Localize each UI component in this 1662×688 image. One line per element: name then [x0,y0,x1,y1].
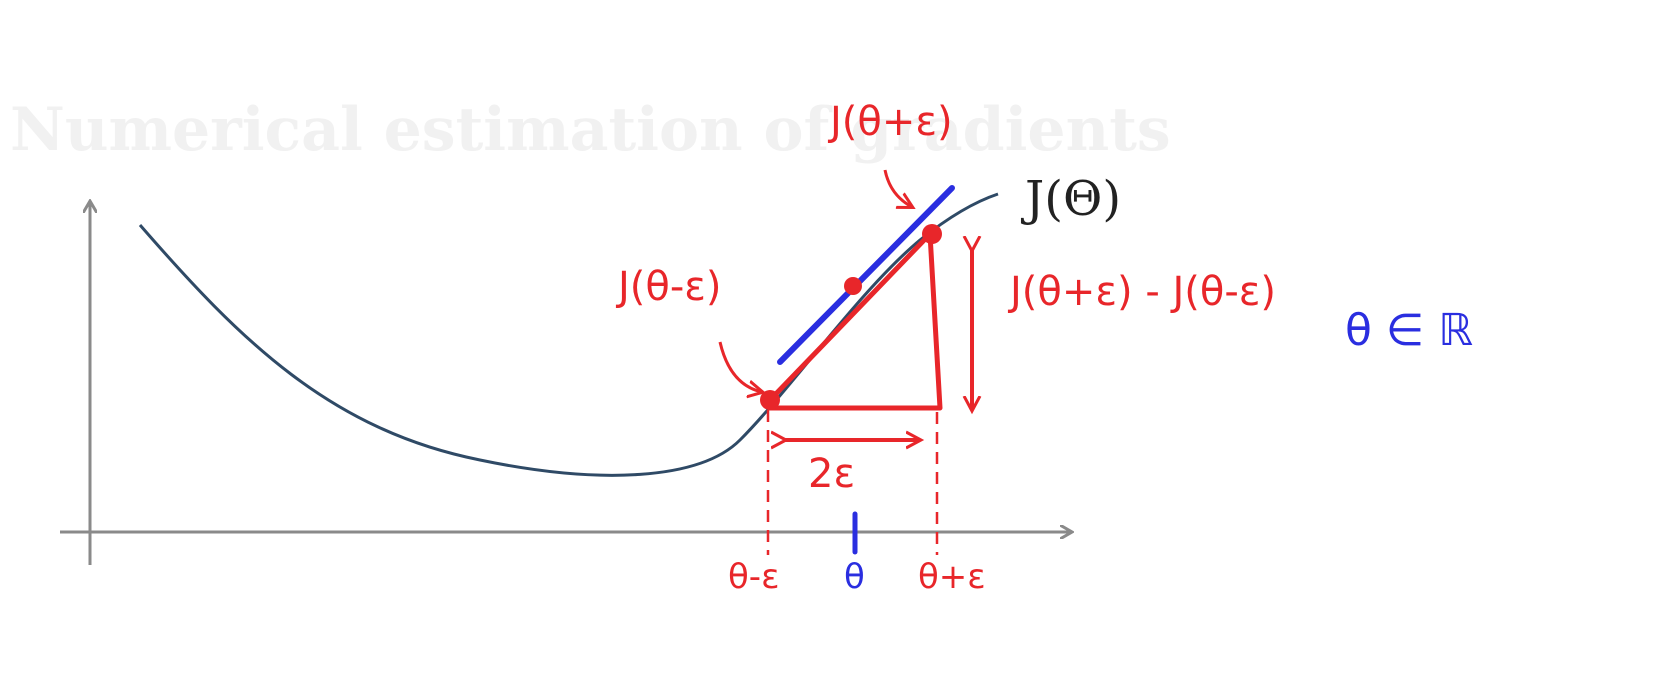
upper-point-label: J(θ+ε) [827,99,953,145]
midpoint-dot [844,277,862,295]
rise-label: J(θ+ε) - J(θ-ε) [1007,269,1276,315]
tick-label-center: θ [844,557,865,597]
upper-pointer-arrow [883,169,912,207]
lower-point-dot [760,390,780,410]
tangent-line [777,185,955,365]
background-heading: Numerical estimation of gradients [10,95,1171,165]
tick-label-left: θ-ε [728,557,779,597]
secant-triangle [767,231,943,411]
upper-point-dot [922,224,942,244]
lower-point-label: J(θ-ε) [615,264,722,310]
tick-label-right: θ+ε [918,557,986,597]
cost-curve [138,192,999,477]
lower-pointer-arrow [718,341,762,392]
domain-label: θ ∈ ℝ [1345,305,1473,356]
run-label: 2ε [808,451,855,497]
curve-label: J(Θ) [1020,171,1121,227]
